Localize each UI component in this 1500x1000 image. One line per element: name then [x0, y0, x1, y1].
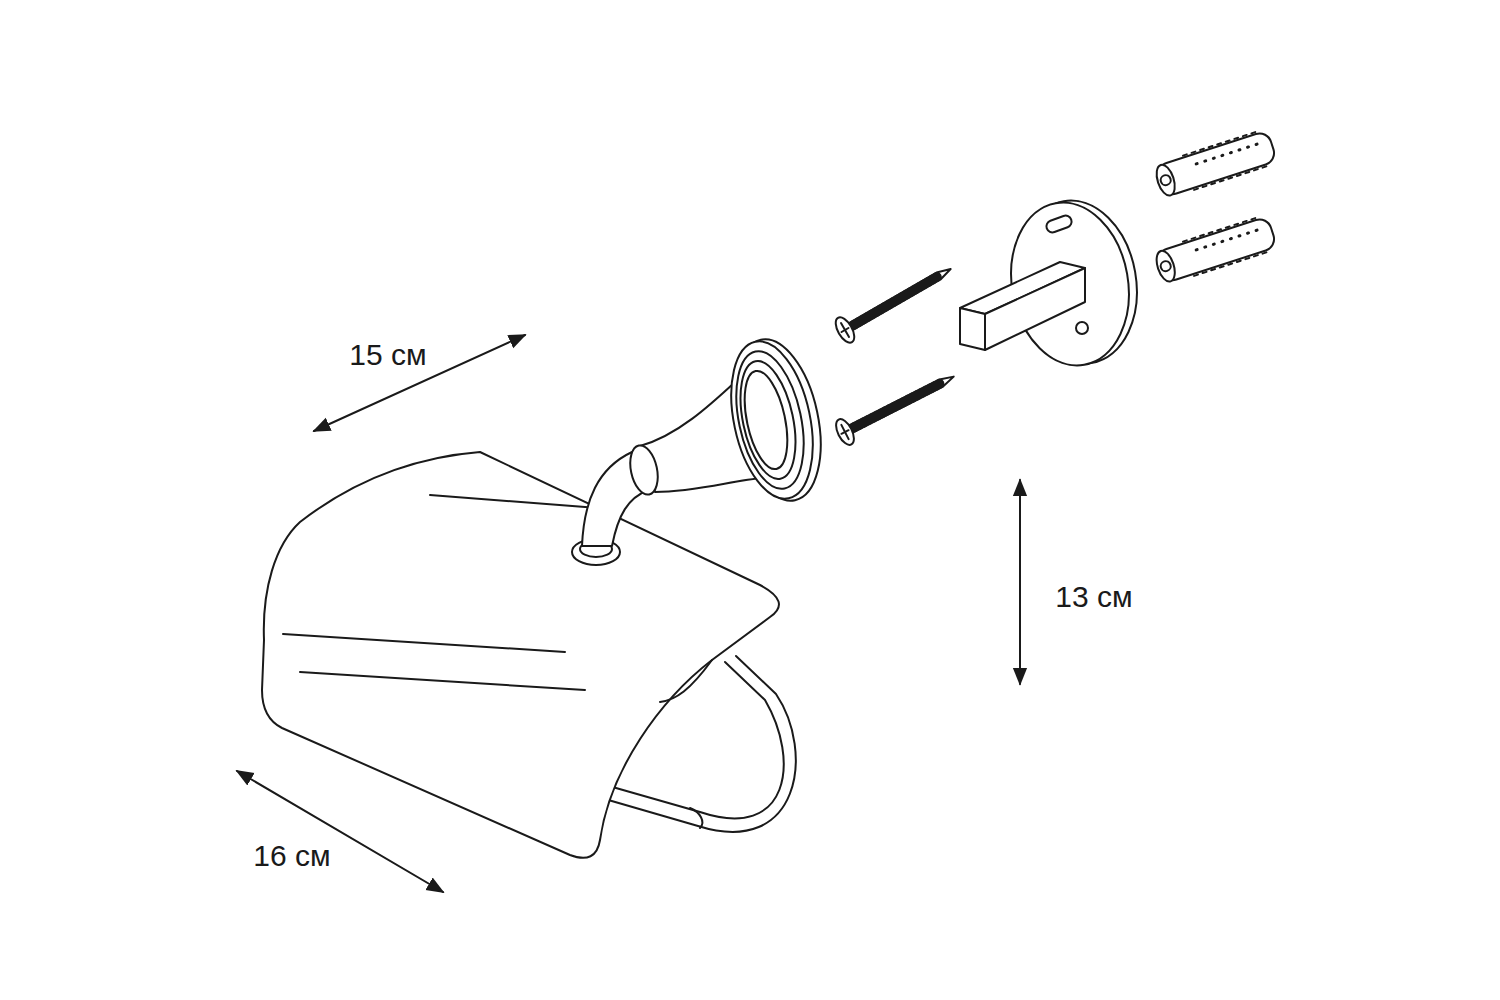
mounting-plate: [960, 191, 1149, 375]
dimension-arrow: [237, 771, 443, 892]
dimension-arrow: [1019, 480, 1021, 684]
cover-flap: [262, 452, 779, 858]
holder-arm: [572, 331, 834, 565]
dimension-arrow: [314, 335, 525, 431]
dimension-label: 15 см: [346, 338, 429, 373]
wall-plug: [1153, 214, 1278, 285]
wall-plug: [1153, 128, 1278, 199]
dimension-label: 16 см: [250, 839, 333, 874]
screw: [832, 257, 958, 346]
dimension-label: 13 см: [1052, 580, 1135, 615]
screw: [832, 364, 960, 448]
